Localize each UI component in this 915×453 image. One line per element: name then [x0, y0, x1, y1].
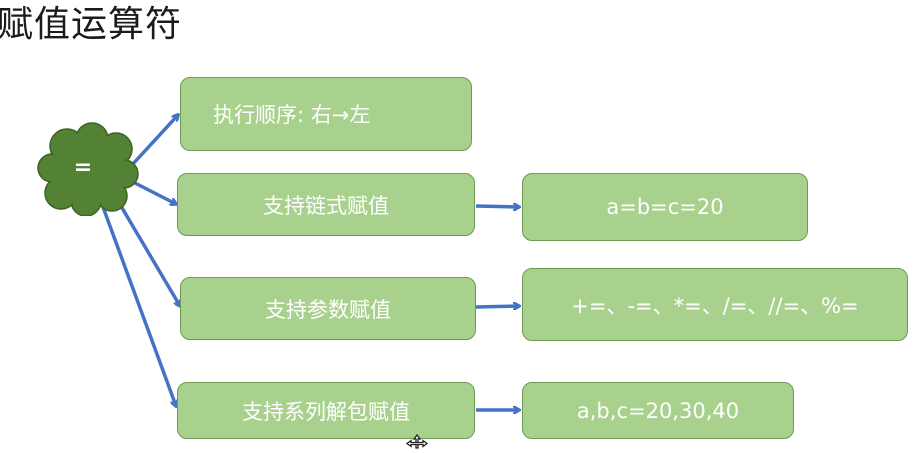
arrow-param-to-example — [475, 306, 519, 307]
node-execution-order: 执行顺序: 右→左 — [180, 77, 472, 151]
node-param-example: +=、-=、*=、/=、//=、%= — [522, 268, 908, 341]
root-operator-label: = — [73, 154, 93, 180]
arrow-root-to-unpack — [101, 206, 176, 406]
node-unpack-example: a,b,c=20,30,40 — [522, 382, 794, 439]
node-chain-example: a=b=c=20 — [522, 173, 808, 241]
arrow-root-to-order — [130, 115, 178, 167]
node-param-assignment: 支持参数赋值 — [180, 277, 476, 340]
root-cloud-shape — [37, 122, 139, 216]
arrow-root-to-param — [113, 195, 180, 306]
page-title: 赋值运算符 — [0, 4, 183, 45]
arrow-root-to-chain — [132, 180, 176, 204]
node-unpack-assignment: 支持系列解包赋值 — [177, 382, 475, 439]
move-cursor-icon — [405, 434, 429, 449]
arrow-chain-to-example — [475, 206, 519, 207]
node-chain-assignment: 支持链式赋值 — [177, 173, 475, 236]
